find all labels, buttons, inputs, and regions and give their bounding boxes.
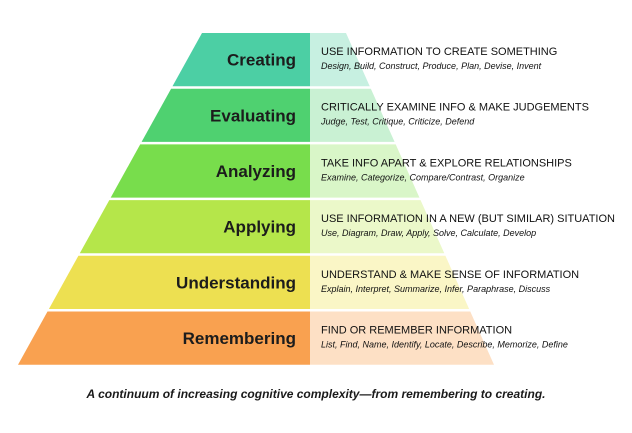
tier-analyzing-heading: TAKE INFO APART & EXPLORE RELATIONSHIPS	[321, 157, 572, 169]
tier-evaluating-band	[141, 88, 310, 142]
tier-creating-tint	[310, 33, 370, 87]
tier-understanding-tint	[310, 255, 470, 309]
tier-applying-band	[79, 200, 311, 254]
tier-creating-label: Creating	[227, 51, 296, 70]
tier-creating-band	[172, 33, 310, 87]
tier-evaluating-label: Evaluating	[210, 106, 296, 125]
tier-analyzing-verbs: Examine, Categorize, Compare/Contrast, O…	[321, 172, 525, 182]
tier-applying-label: Applying	[223, 218, 296, 237]
tier-understanding-heading: UNDERSTAND & MAKE SENSE OF INFORMATION	[321, 269, 579, 281]
tier-applying-verbs: Use, Diagram, Draw, Apply, Solve, Calcul…	[321, 228, 536, 238]
tier-evaluating-tint	[310, 88, 395, 142]
tier-remembering-heading: FIND OR REMEMBER INFORMATION	[321, 325, 512, 337]
tier-evaluating-verbs: Judge, Test, Critique, Criticize, Defend	[320, 117, 475, 127]
tier-analyzing-label: Analyzing	[216, 162, 296, 181]
taxonomy-pyramid: Creating USE INFORMATION TO CREATE SOMETH…	[18, 33, 615, 365]
tier-understanding-verbs: Explain, Interpret, Summarize, Infer, Pa…	[321, 284, 551, 294]
tier-remembering-verbs: List, Find, Name, Identify, Locate, Desc…	[321, 340, 568, 350]
tier-analyzing-tint	[310, 144, 420, 198]
tier-remembering-tint	[310, 311, 494, 365]
tier-remembering-label: Remembering	[183, 329, 296, 348]
figure-caption: A continuum of increasing cognitive comp…	[86, 387, 546, 401]
tier-applying-tint	[310, 200, 445, 254]
tier-understanding-band	[48, 255, 311, 309]
tier-creating-verbs: Design, Build, Construct, Produce, Plan,…	[321, 61, 542, 71]
tier-evaluating-heading: CRITICALLY EXAMINE INFO & MAKE JUDGEMENT…	[321, 102, 589, 114]
tier-analyzing-band	[110, 144, 311, 198]
tier-remembering-band	[18, 311, 310, 365]
tier-applying-heading: USE INFORMATION IN A NEW (BUT SIMILAR) S…	[321, 213, 615, 225]
tier-understanding-label: Understanding	[176, 273, 296, 292]
tier-creating-heading: USE INFORMATION TO CREATE SOMETHING	[321, 46, 557, 58]
